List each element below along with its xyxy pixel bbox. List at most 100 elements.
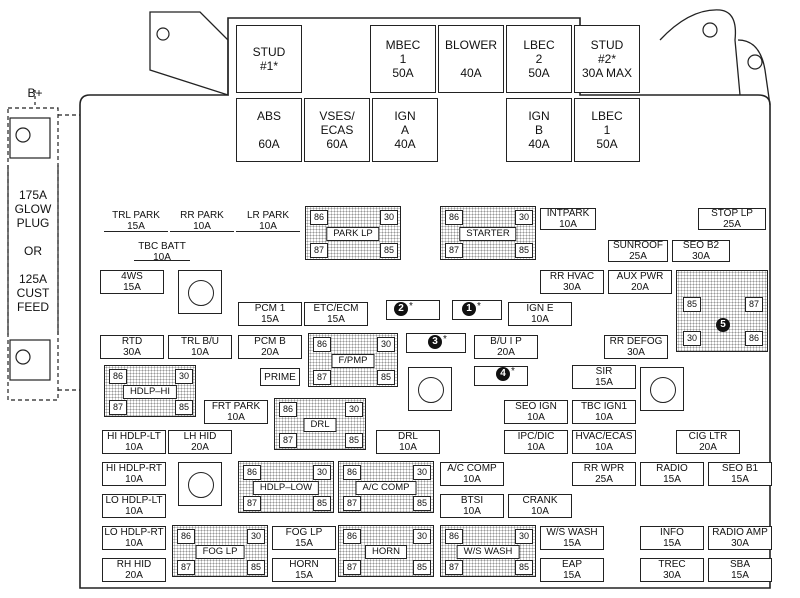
fuse-rr-hvac[interactable]: RR HVAC 30A [540, 270, 604, 294]
fuse-lo-hdlp-lt[interactable]: LO HDLP-LT 10A [102, 494, 166, 518]
fuse-intpark[interactable]: INTPARK 10A [540, 208, 596, 230]
fuse-lr-park[interactable]: LR PARK 10A [236, 210, 300, 232]
terminal-30: 30 [345, 402, 363, 417]
fuse-seo-b1[interactable]: SEO B1 15A [708, 462, 772, 486]
fuse-etc-ecm[interactable]: ETC/ECM 15A [304, 302, 368, 326]
fuse-aux-pwr[interactable]: AUX PWR 20A [608, 270, 672, 294]
terminal-86: 86 [177, 529, 195, 544]
fuse-info[interactable]: INFO 15A [640, 526, 704, 550]
maxi-fuse-blower[interactable]: BLOWER 40A [438, 25, 504, 93]
terminal-30: 30 [413, 529, 431, 544]
fuse-ipc-dic[interactable]: IPC/DIC 10A [504, 430, 568, 454]
fuse-radio-amp[interactable]: RADIO AMP 30A [708, 526, 772, 550]
fuse-frt-park[interactable]: FRT PARK 10A [204, 400, 268, 424]
maxi-fuse-stud1[interactable]: STUD #1* [236, 25, 302, 93]
fuse-hi-hdlp-lt[interactable]: HI HDLP-LT 10A [102, 430, 166, 454]
fuse-lh-hid[interactable]: LH HID 20A [168, 430, 232, 454]
fuse-rr-defog[interactable]: RR DEFOG 30A [604, 335, 668, 359]
terminal-86: 86 [310, 210, 328, 225]
fuse-lo-hdlp-rt[interactable]: LO HDLP-RT 10A [102, 526, 166, 550]
fuse-rr-park[interactable]: RR PARK 10A [170, 210, 234, 232]
terminal-86: 86 [343, 465, 361, 480]
fuse-bu-ip[interactable]: B/U I P 20A [474, 335, 538, 359]
fuse-tbc-ign1[interactable]: TBC IGN1 10A [572, 400, 636, 424]
marker-number: 1 [462, 302, 476, 316]
fuse-ac-comp-fuse[interactable]: A/C COMP 10A [440, 462, 504, 486]
maxi-fuse-lbec1[interactable]: LBEC 1 50A [574, 98, 640, 162]
fuse-rh-hid[interactable]: RH HID 20A [102, 558, 166, 582]
terminal-85: 85 [313, 496, 331, 511]
mounting-hole [418, 377, 444, 403]
terminal-87: 87 [343, 496, 361, 511]
maxi-fuse-mbec1[interactable]: MBEC 1 50A [370, 25, 436, 93]
fuse-stop-lp[interactable]: STOP LP 25A [698, 208, 766, 230]
fuse-pcm1[interactable]: PCM 1 15A [238, 302, 302, 326]
terminal-87: 87 [109, 400, 127, 415]
fuse-rtd[interactable]: RTD 30A [100, 335, 164, 359]
fuse-tbc-batt[interactable]: TBC BATT 10A [134, 241, 190, 263]
fuse-sunroof[interactable]: SUNROOF 25A [608, 240, 668, 262]
terminal-85: 85 [413, 496, 431, 511]
marker-number: 2 [394, 302, 408, 316]
fuse-trl-park[interactable]: TRL PARK 15A [104, 210, 168, 232]
fuse-hvac-ecas[interactable]: HVAC/ECAS 10A [572, 430, 636, 454]
terminal-87: 87 [243, 496, 261, 511]
maxi-fuse-stud2[interactable]: STUD #2* 30A MAX [574, 25, 640, 93]
fuse-trec[interactable]: TREC 30A [640, 558, 704, 582]
relay-name-label: HDLP–LOW [252, 481, 320, 495]
fuse-ign-e[interactable]: IGN E 10A [508, 302, 572, 326]
fuse-hi-hdlp-rt[interactable]: HI HDLP-RT 10A [102, 462, 166, 486]
relay-name-label: FOG LP [195, 545, 245, 559]
mounting-hole [650, 377, 676, 403]
fuse-4ws[interactable]: 4WS 15A [100, 270, 164, 294]
marker-number: 3 [428, 335, 442, 349]
fuse-seo-b2[interactable]: SEO B2 30A [672, 240, 730, 262]
fuse-seo-ign[interactable]: SEO IGN 10A [504, 400, 568, 424]
fuse-fog-lp-fuse[interactable]: FOG LP 15A [272, 526, 336, 550]
fuse-crank[interactable]: CRANK 10A [508, 494, 572, 518]
fuse-eap[interactable]: EAP 15A [540, 558, 604, 582]
terminal-86: 86 [745, 331, 763, 346]
fuse-cig-ltr[interactable]: CIG LTR 20A [676, 430, 740, 454]
terminal-86: 86 [445, 529, 463, 544]
fuse-ws-wash-fuse[interactable]: W/S WASH 15A [540, 526, 604, 550]
relay-name-label: HORN [365, 545, 407, 559]
maxi-fuse-abs[interactable]: ABS 60A [236, 98, 302, 162]
terminal-85: 85 [683, 297, 701, 312]
fuse-rr-wpr[interactable]: RR WPR 25A [572, 462, 636, 486]
fuse-sir[interactable]: SIR 15A [572, 365, 636, 389]
terminal-87: 87 [313, 370, 331, 385]
terminal-86: 86 [109, 369, 127, 384]
maxi-fuse-vses[interactable]: VSES/ ECAS 60A [304, 98, 370, 162]
fuse-btsi[interactable]: BTSI 10A [440, 494, 504, 518]
fuse-sba[interactable]: SBA 15A [708, 558, 772, 582]
fuse-radio[interactable]: RADIO 15A [640, 462, 704, 486]
terminal-87: 87 [177, 560, 195, 575]
fuse-trl-bu[interactable]: TRL B/U 10A [168, 335, 232, 359]
maxi-fuse-ign-a[interactable]: IGN A 40A [372, 98, 438, 162]
terminal-86: 86 [445, 210, 463, 225]
mounting-hole [188, 280, 214, 306]
terminal-86: 86 [243, 465, 261, 480]
marker-m3: 3* [428, 334, 447, 349]
fuse-drl-fuse[interactable]: DRL 10A [376, 430, 440, 454]
maxi-fuse-lbec2[interactable]: LBEC 2 50A [506, 25, 572, 93]
fuse-prime[interactable]: PRIME [260, 368, 300, 386]
relay-name-label: HDLP–HI [122, 385, 178, 399]
terminal-87: 87 [745, 297, 763, 312]
terminal-87: 87 [343, 560, 361, 575]
maxi-fuse-ign-b[interactable]: IGN B 40A [506, 98, 572, 162]
fuse-pcm-b[interactable]: PCM B 20A [238, 335, 302, 359]
fuse-horn-fuse[interactable]: HORN 15A [272, 558, 336, 582]
